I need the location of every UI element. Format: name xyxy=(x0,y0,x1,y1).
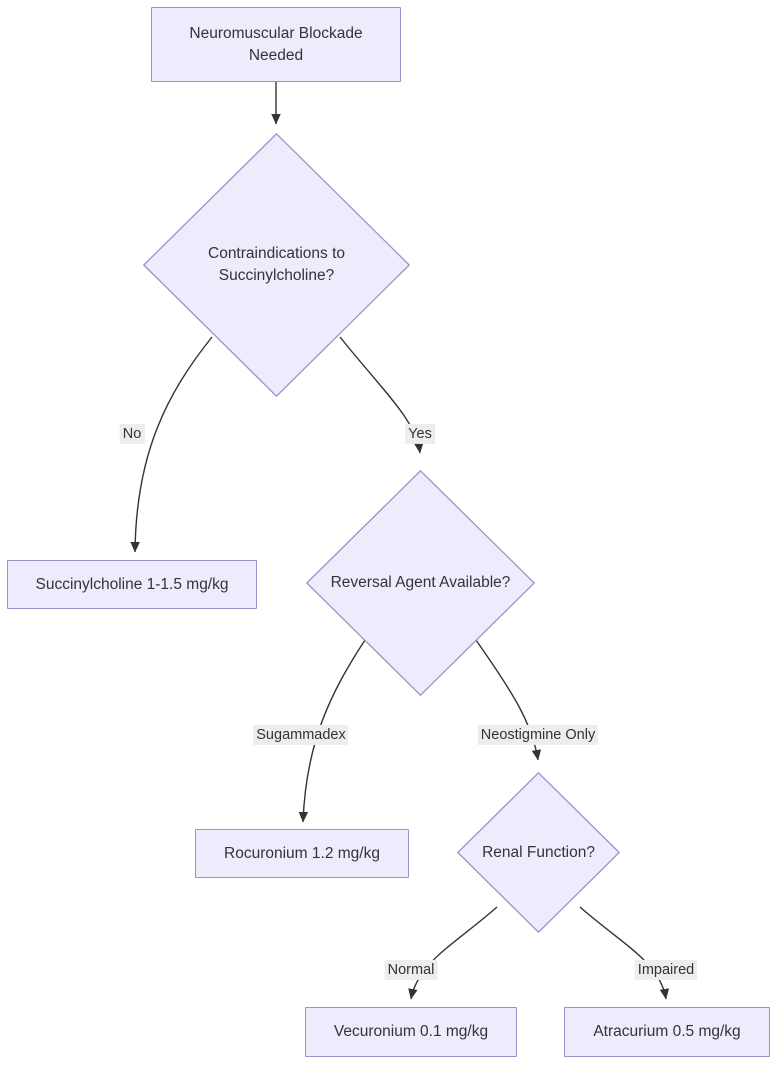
node-label: Reversal Agent Available? xyxy=(330,574,511,591)
node-vecuronium-dose[interactable]: Vecuronium 0.1 mg/kg xyxy=(305,1007,517,1057)
node-label: Rocuronium 1.2 mg/kg xyxy=(224,844,380,862)
diamond-shape xyxy=(306,470,535,696)
node-atracurium-dose[interactable]: Atracurium 0.5 mg/kg xyxy=(564,1007,770,1057)
node-rocuronium-dose[interactable]: Rocuronium 1.2 mg/kg xyxy=(195,829,409,878)
edge-label-normal: Normal xyxy=(384,959,438,981)
diamond-shape xyxy=(143,133,410,397)
node-renal-function[interactable]: Renal Function? xyxy=(457,772,620,933)
node-label: Atracurium 0.5 mg/kg xyxy=(593,1023,741,1040)
node-label: Vecuronium 0.1 mg/kg xyxy=(333,1023,489,1040)
node-label: Succinylcholine 1-1.5 mg/kg xyxy=(35,575,229,593)
edge-label-impaired: Impaired xyxy=(634,959,698,981)
edge-label-yes: Yes xyxy=(405,423,435,445)
node-reversal-agent-available[interactable]: Reversal Agent Available? xyxy=(306,470,535,696)
node-succinylcholine-dose[interactable]: Succinylcholine 1-1.5 mg/kg xyxy=(7,560,257,609)
edge-label-no: No xyxy=(119,423,145,445)
node-label: Renal Function? xyxy=(482,843,595,861)
edge-label-neostigmine-only: Neostigmine Only xyxy=(477,724,599,746)
edge-label-sugammadex: Sugammadex xyxy=(253,724,349,746)
diamond-shape xyxy=(457,772,620,933)
